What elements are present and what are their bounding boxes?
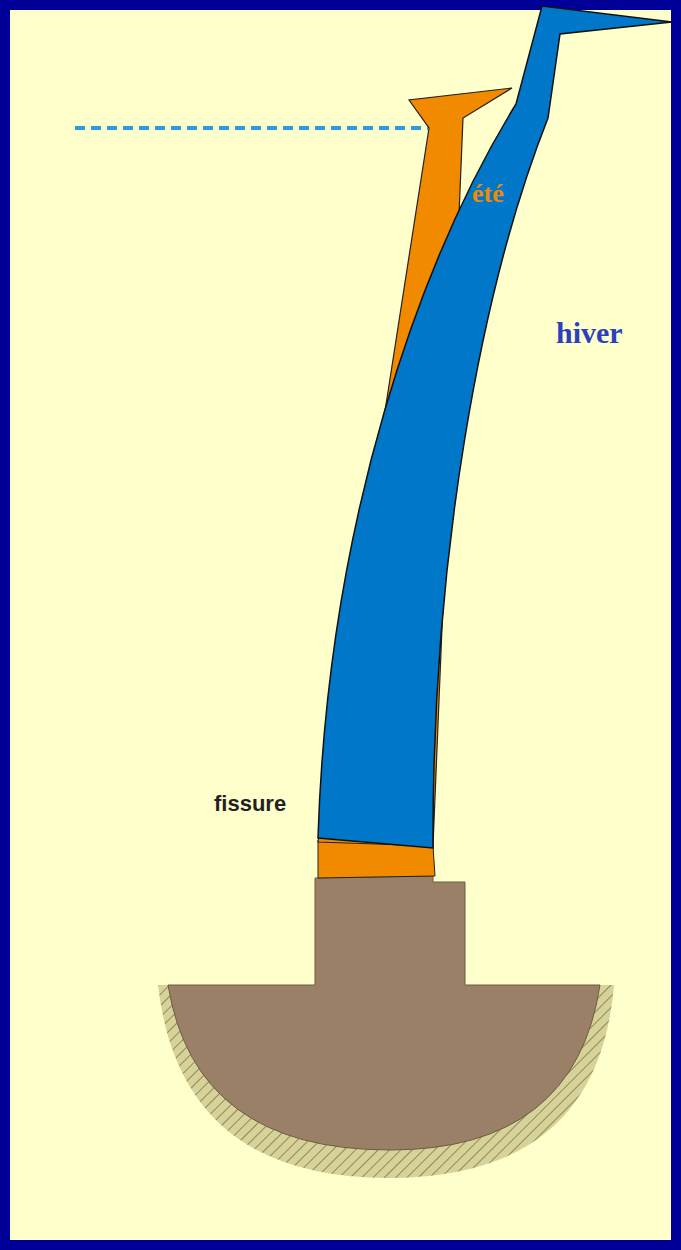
- winter-wall: [318, 6, 672, 848]
- season-label: hiver: [556, 316, 623, 349]
- foundation: [168, 876, 600, 1150]
- crack-label: fissure: [214, 792, 286, 816]
- season-label: été: [472, 180, 504, 209]
- water-level: [75, 126, 428, 130]
